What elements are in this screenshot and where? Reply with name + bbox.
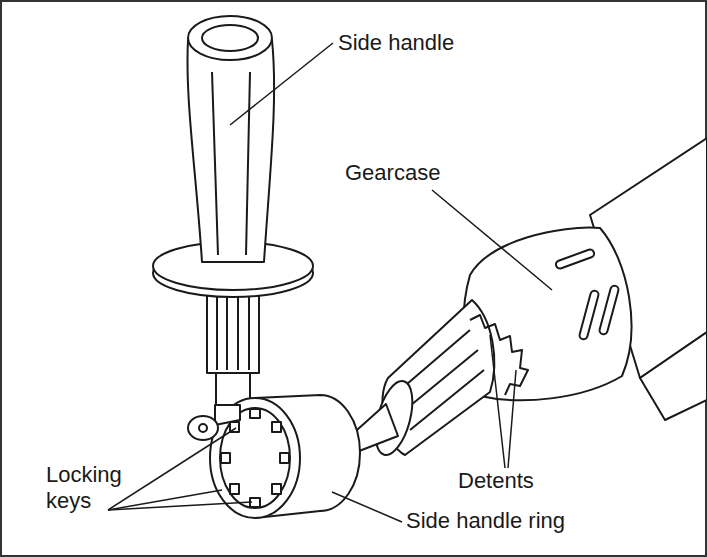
leader-lines [108, 43, 552, 522]
part-label: Locking keys [46, 462, 136, 514]
drill-body [344, 138, 707, 459]
vent-slot [555, 248, 595, 269]
chuck-groove [405, 350, 478, 410]
clamp-loop [188, 416, 218, 440]
chuck-groove [410, 370, 484, 430]
part-label: Side handle [338, 30, 454, 56]
vent-slot [579, 290, 600, 340]
ring-face [210, 398, 300, 518]
grip-groove [212, 72, 218, 255]
locking-key [272, 484, 281, 494]
ring-bore [220, 408, 290, 508]
housing-grip [640, 332, 707, 420]
leader-line [230, 43, 333, 125]
leader-line [432, 190, 552, 290]
side-handle-art [153, 16, 360, 518]
chuck-groove [400, 330, 470, 390]
locking-key [230, 484, 239, 494]
leader-line [490, 335, 505, 468]
locking-key [221, 453, 230, 463]
leader-line [108, 502, 252, 510]
part-label: Side handle ring [406, 508, 565, 534]
detent-teeth [470, 315, 528, 395]
vent-slot [599, 285, 620, 335]
leader-line [332, 492, 402, 522]
locking-key [280, 453, 289, 463]
locking-key [272, 422, 281, 432]
shaft-groove [248, 292, 250, 370]
clamp-hole [199, 424, 207, 432]
shaft-groove [216, 292, 218, 370]
handle-grip [187, 40, 274, 262]
grip-groove [246, 72, 250, 255]
clamp-block [215, 405, 240, 425]
part-label: Gearcase [345, 160, 440, 186]
shaft-groove [226, 292, 228, 370]
grip-cap-inner [202, 25, 258, 51]
handle-shaft [207, 285, 259, 373]
grip-cap [188, 16, 272, 60]
leader-line [508, 370, 516, 468]
part-label: Detents [458, 468, 534, 494]
leader-line [108, 428, 236, 510]
shaft-groove [237, 292, 239, 370]
locking-key [250, 409, 260, 418]
